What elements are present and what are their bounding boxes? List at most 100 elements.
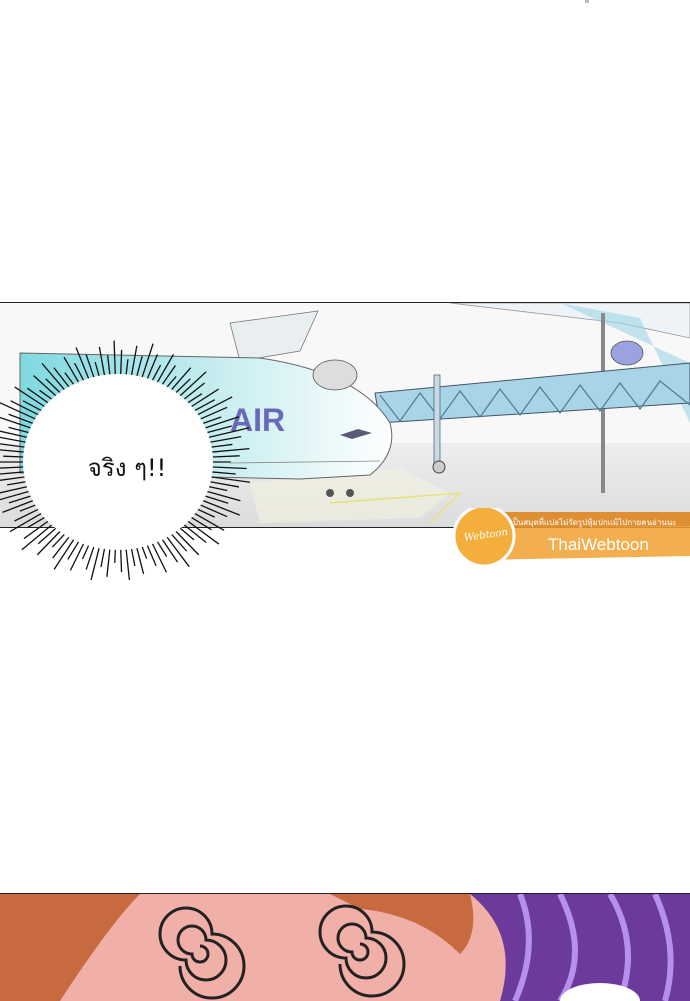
face-panel — [0, 893, 690, 1001]
burst-line — [161, 365, 176, 386]
page-mark — [585, 0, 589, 3]
speech-bubble-partial — [560, 983, 640, 1001]
burst-line — [206, 490, 241, 502]
burst-line — [0, 471, 25, 475]
burst-line — [197, 396, 233, 416]
burst-line — [141, 546, 148, 559]
burst-line — [146, 544, 157, 567]
burst-line — [81, 544, 90, 560]
burst-line — [146, 354, 159, 380]
spiral-eye-left — [158, 906, 246, 1000]
burst-line — [69, 543, 85, 571]
burst-line — [125, 359, 129, 376]
burst-line — [197, 508, 216, 518]
burst-line — [130, 548, 136, 567]
burst-line — [0, 476, 25, 481]
burst-line — [114, 549, 116, 563]
burst-line — [90, 547, 100, 580]
speech-bubble-text: จริง ๆ!! — [87, 454, 167, 482]
burst-line — [120, 349, 123, 375]
burst-line — [75, 347, 90, 380]
burst-line — [151, 543, 167, 573]
watermark-tagline: เป็นสมุดที่แปลไม่รัดรูปหุ้มปกแม้ไปกายคนอ… — [510, 518, 677, 527]
burst-line — [0, 416, 32, 429]
burst-line — [151, 364, 162, 381]
burst-line — [14, 508, 39, 522]
distant-engine — [610, 340, 644, 366]
spiral-eye-right — [318, 904, 406, 998]
burst-line — [194, 399, 216, 412]
burst-line — [98, 346, 106, 376]
burst-line — [0, 436, 27, 443]
burst-line — [8, 495, 32, 504]
burst-line — [211, 476, 250, 483]
burst-line — [136, 547, 145, 575]
watermark-brand: ThaiWebtoon — [548, 535, 649, 554]
burst-line — [179, 371, 207, 397]
burst-line — [100, 548, 106, 568]
burst-line — [200, 504, 228, 518]
burst-line — [10, 400, 39, 416]
burst-line — [8, 426, 30, 434]
burst-line — [166, 375, 177, 388]
burst-line — [21, 524, 53, 551]
burst-line — [170, 533, 188, 552]
burst-line — [107, 355, 111, 376]
burst-line — [53, 367, 70, 388]
watermark-badge — [452, 508, 690, 568]
burst-line — [23, 520, 49, 540]
burst-line — [179, 527, 195, 541]
burst-line — [208, 485, 228, 492]
burst-line — [0, 485, 28, 494]
burst-line — [120, 549, 123, 573]
burst-line — [53, 538, 75, 570]
burst-line — [212, 455, 240, 458]
watermark-logo — [452, 508, 516, 568]
burst-line — [187, 393, 203, 404]
burst-line — [183, 382, 205, 400]
distant-airplane — [449, 303, 690, 339]
burst-line — [208, 427, 250, 439]
burst-line — [0, 490, 30, 501]
burst-line — [212, 466, 247, 470]
burst-line — [183, 524, 207, 543]
speech-burst — [0, 340, 250, 580]
burst-line — [190, 388, 219, 408]
burst-line — [156, 354, 174, 383]
livery-text: AIR — [230, 402, 285, 438]
burst-line — [26, 387, 49, 404]
burst-line — [22, 400, 42, 412]
burst-line — [26, 516, 46, 529]
burst-line — [175, 378, 191, 394]
burst-line — [14, 386, 46, 408]
burst-line — [170, 367, 192, 391]
burst-line — [67, 541, 80, 560]
burst-line — [33, 375, 57, 397]
burst-line — [200, 406, 228, 420]
burst-line — [85, 546, 95, 570]
burst-line — [136, 355, 143, 377]
burst-line — [74, 362, 85, 381]
burst-line — [36, 530, 61, 556]
burst-line — [130, 345, 138, 376]
burst-line — [211, 443, 233, 448]
burst-line — [166, 536, 190, 568]
burst-line — [125, 548, 131, 580]
burst-line — [190, 516, 212, 531]
burst-line — [41, 363, 66, 391]
burst-line — [211, 471, 236, 475]
burst-line — [63, 356, 80, 383]
burst-line — [8, 413, 34, 425]
burst-line — [209, 435, 242, 443]
burst-line — [9, 512, 42, 533]
burst-line — [39, 389, 53, 400]
burst-line — [51, 533, 66, 548]
burst-line — [0, 449, 25, 453]
burst-line — [3, 455, 24, 458]
burst-line — [175, 530, 200, 556]
burst-line — [211, 447, 250, 453]
burst-line — [204, 416, 239, 429]
burst-line — [19, 504, 36, 512]
burst-line — [106, 548, 111, 577]
burst-line — [194, 512, 225, 531]
